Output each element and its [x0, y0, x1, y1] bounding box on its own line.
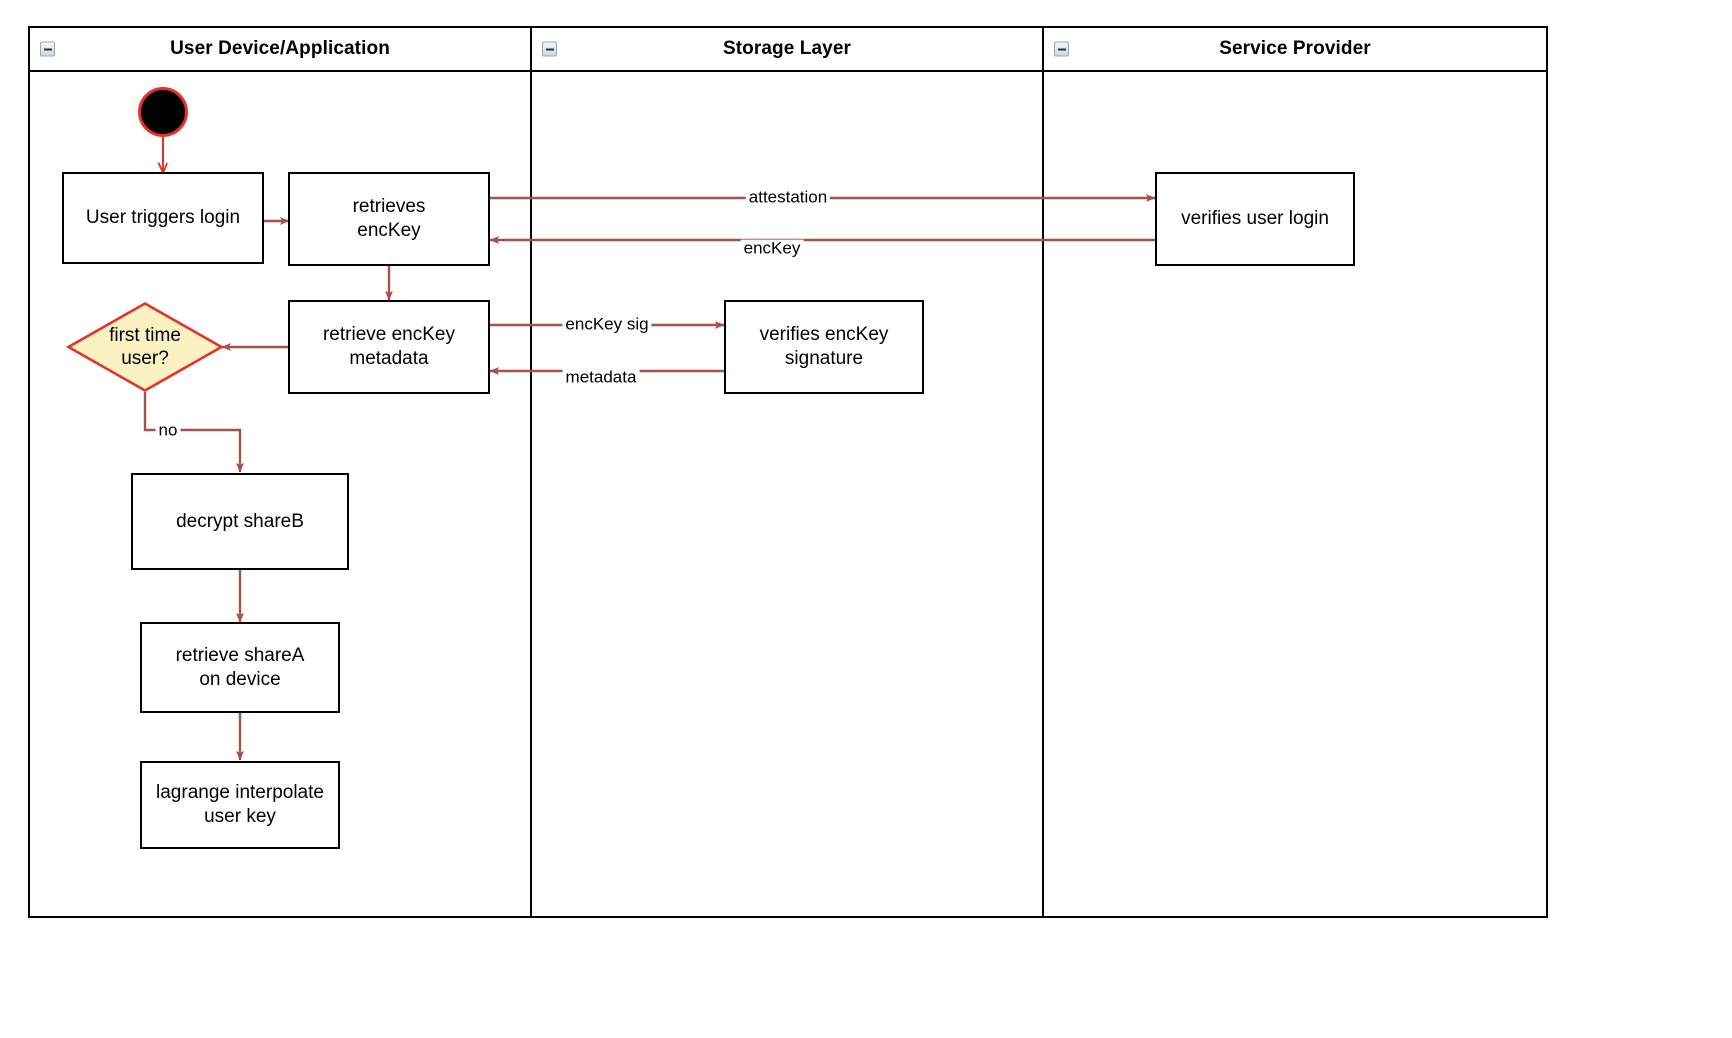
swimlane-header-user-device[interactable]: User Device/Application	[30, 28, 530, 72]
edge-label-metadata: metadata	[562, 368, 640, 388]
decision-diamond-shape	[65, 302, 225, 392]
minus-square-icon[interactable]	[1054, 41, 1069, 57]
edge-label-enckey: encKey	[740, 239, 804, 259]
edge-label-attestation: attestation	[745, 188, 831, 208]
node-first-time-user[interactable]: first time user?	[65, 302, 225, 392]
edge-label-no: no	[155, 421, 181, 441]
node-retrieves-enckey[interactable]: retrieves encKey	[288, 172, 490, 266]
swimlane-storage-layer[interactable]: Storage Layer	[530, 28, 1042, 916]
edge-label-enckey-sig: encKey sig	[562, 315, 652, 335]
swimlane-header-storage-layer[interactable]: Storage Layer	[532, 28, 1042, 72]
swimlane-header-service-provider[interactable]: Service Provider	[1044, 28, 1546, 72]
minus-square-icon[interactable]	[40, 41, 55, 57]
node-decrypt-shareb[interactable]: decrypt shareB	[131, 473, 349, 570]
swimlane-title-service-provider: Service Provider	[1219, 38, 1371, 59]
node-retrieve-sharea-on-device[interactable]: retrieve shareA on device	[140, 622, 340, 713]
swimlane-service-provider[interactable]: Service Provider	[1042, 28, 1546, 916]
minus-square-icon[interactable]	[542, 41, 557, 57]
swimlane-title-user-device: User Device/Application	[170, 38, 390, 59]
swimlane-user-device[interactable]: User Device/Application	[30, 28, 530, 916]
node-verifies-user-login[interactable]: verifies user login	[1155, 172, 1355, 266]
node-user-triggers-login[interactable]: User triggers login	[62, 172, 264, 264]
node-lagrange-interpolate-user-key[interactable]: lagrange interpolate user key	[140, 761, 340, 849]
swimlane-title-storage-layer: Storage Layer	[722, 38, 852, 59]
start-node[interactable]	[138, 87, 188, 137]
node-verifies-enckey-signature[interactable]: verifies encKey signature	[724, 300, 924, 394]
node-retrieve-enckey-metadata[interactable]: retrieve encKey metadata	[288, 300, 490, 394]
